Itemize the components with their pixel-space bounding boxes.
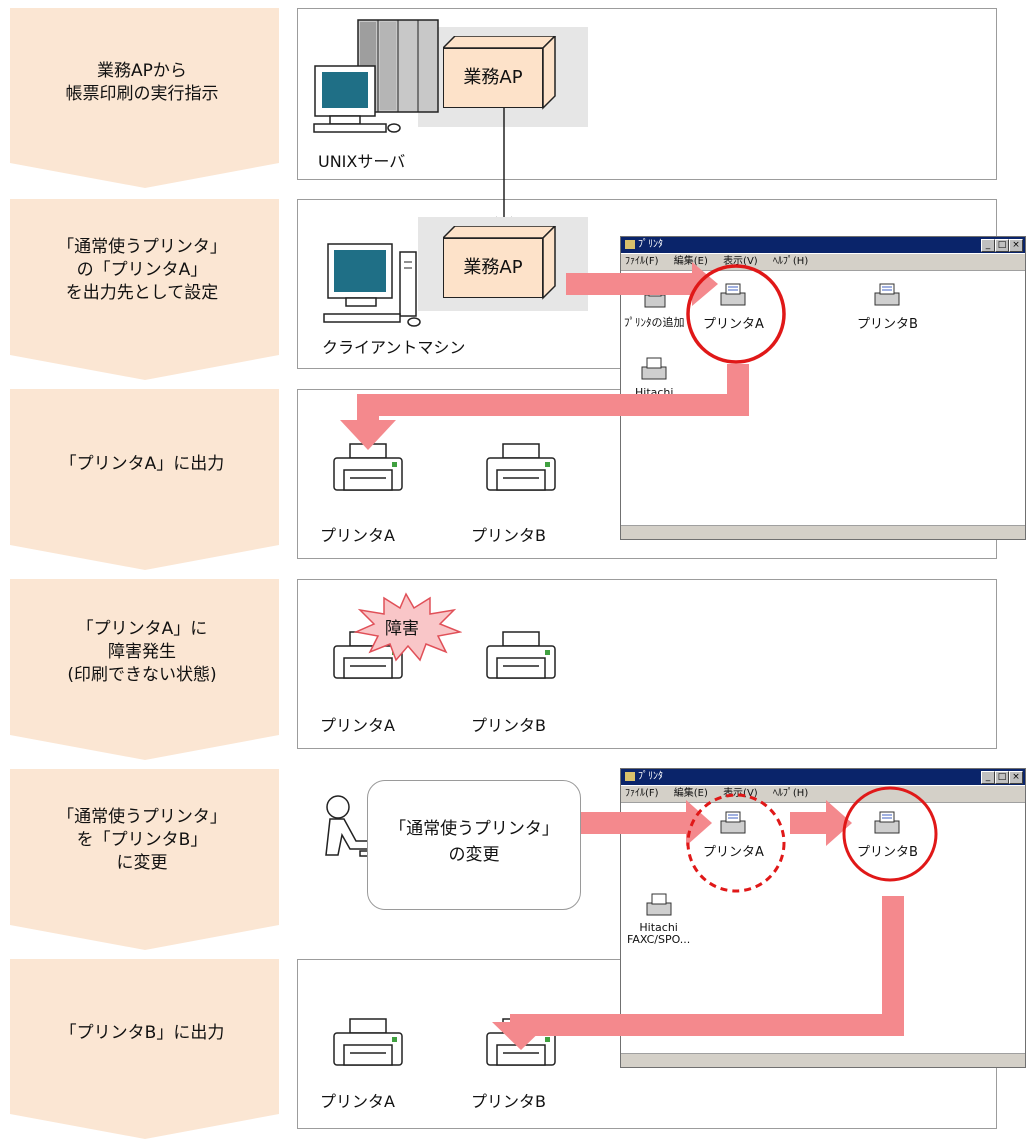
- printer-b-item-label-2: プリンタB: [857, 845, 918, 860]
- business-ap-label-client: 業務AP: [443, 238, 543, 298]
- step-4-text: 「プリンタA」に 障害発生 (印刷できない状態): [67, 619, 217, 685]
- printer-a-label-2: プリンタA: [320, 716, 395, 735]
- printer-icon: [641, 357, 667, 380]
- unix-server-icon: [313, 19, 439, 133]
- printer-b-item[interactable]: プリンタB: [857, 281, 918, 332]
- printer-a-item-2[interactable]: プリンタA: [703, 809, 764, 860]
- printer-a-item[interactable]: プリンタA: [703, 281, 764, 332]
- flow-arrow-window-to-printer-b: [492, 896, 904, 1050]
- balloon-change-default: 「通常使うプリンタ」 の変更: [367, 780, 581, 910]
- window-2-titlebar: ﾌﾟﾘﾝﾀ: [621, 769, 1025, 785]
- printer-b-item-label: プリンタB: [857, 317, 918, 332]
- window-2-menubar: ﾌｧｲﾙ(F) 編集(E) 表示(V) ﾍﾙﾌﾟ(H): [621, 786, 1025, 803]
- printer-a-icon: [330, 440, 406, 502]
- printer-a-icon-3: [330, 1015, 406, 1077]
- window-1-statusbar: [621, 525, 1025, 539]
- menu-edit[interactable]: 編集(E): [673, 788, 708, 799]
- hitachi-item-label-line2: FAXC/SPO...: [627, 933, 691, 946]
- menu-file[interactable]: ﾌｧｲﾙ(F): [625, 788, 659, 799]
- step-1-text: 業務APから 帳票印刷の実行指示: [65, 61, 219, 104]
- window-2-statusbar: [621, 1053, 1025, 1067]
- hitachi-item-label-line1: Hitachi: [639, 921, 678, 934]
- maximize-button[interactable]: □: [995, 771, 1009, 784]
- printer-folder-icon: [625, 239, 635, 249]
- minimize-button[interactable]: _: [981, 771, 995, 784]
- step-chevron-1: [10, 8, 279, 188]
- step-chevron-4: [10, 579, 279, 760]
- menu-view[interactable]: 表示(V): [723, 788, 758, 799]
- menu-edit[interactable]: 編集(E): [673, 256, 708, 267]
- menu-help[interactable]: ﾍﾙﾌﾟ(H): [772, 256, 809, 267]
- printer-b-label: プリンタB: [471, 526, 546, 545]
- step-2-text: 「通常使うプリンタ」 の「プリンタA」 を出力先として設定: [57, 237, 227, 303]
- flow-arrow-balloon-to-window: [581, 800, 712, 846]
- maximize-button[interactable]: □: [995, 239, 1009, 252]
- menu-help[interactable]: ﾍﾙﾌﾟ(H): [772, 788, 809, 799]
- business-ap-label-server: 業務AP: [443, 48, 543, 108]
- window-2-title: ﾌﾟﾘﾝﾀ: [638, 771, 663, 782]
- window-1-titlebar: ﾌﾟﾘﾝﾀ: [621, 237, 1025, 253]
- highlight-old-default-dashed: [686, 793, 786, 893]
- unix-server-label: UNIXサーバ: [318, 152, 406, 171]
- hitachi-printer-item-2[interactable]: Hitachi FAXC/SPO...: [627, 891, 690, 946]
- printer-a-label: プリンタA: [320, 526, 395, 545]
- printer-icon: [720, 283, 746, 306]
- menu-file[interactable]: ﾌｧｲﾙ(F): [625, 256, 659, 267]
- step-5-text: 「通常使うプリンタ」 を「プリンタB」 に変更: [57, 807, 227, 873]
- step-chevron-2: [10, 199, 279, 380]
- window-1-title: ﾌﾟﾘﾝﾀ: [638, 239, 663, 250]
- minimize-button[interactable]: _: [981, 239, 995, 252]
- step-3-text: 「プリンタA」に出力: [59, 454, 225, 474]
- printer-b-label-3: プリンタB: [471, 1092, 546, 1111]
- printer-a-item-label-2: プリンタA: [703, 845, 764, 860]
- highlight-printer-b: [842, 786, 938, 882]
- flow-arrow-ap-to-window: [566, 262, 718, 306]
- printer-folder-icon: [625, 771, 635, 781]
- failure-label: 障害: [385, 619, 419, 639]
- printer-b-icon: [483, 440, 559, 502]
- printer-b-label-2: プリンタB: [471, 716, 546, 735]
- client-machine-label: クライアントマシン: [322, 338, 466, 357]
- printer-b-icon-2: [483, 628, 559, 690]
- printer-a-item-label: プリンタA: [703, 317, 764, 332]
- client-pc-icon: [323, 243, 421, 327]
- close-button[interactable]: ×: [1009, 239, 1023, 252]
- step-6-text: 「プリンタB」に出力: [59, 1023, 225, 1043]
- printer-icon: [874, 811, 900, 834]
- step-chevron-5: [10, 769, 279, 950]
- flow-arrow-printer-a-to-b: [790, 800, 852, 846]
- step-chevron-3: [10, 389, 279, 570]
- printer-b-item-2[interactable]: プリンタB: [857, 809, 918, 860]
- printer-icon: [646, 893, 672, 916]
- menu-view[interactable]: 表示(V): [723, 256, 758, 267]
- printer-icon: [874, 283, 900, 306]
- printer-a-label-3: プリンタA: [320, 1092, 395, 1111]
- step-chevron-6: [10, 959, 279, 1139]
- add-printer-label: ﾌﾟﾘﾝﾀの追加: [624, 316, 685, 329]
- flow-arrow-window-to-printer-a: [340, 364, 749, 450]
- failure-burst-icon: [353, 592, 462, 662]
- close-button[interactable]: ×: [1009, 771, 1023, 784]
- highlight-printer-a: [686, 264, 786, 364]
- printer-icon: [720, 811, 746, 834]
